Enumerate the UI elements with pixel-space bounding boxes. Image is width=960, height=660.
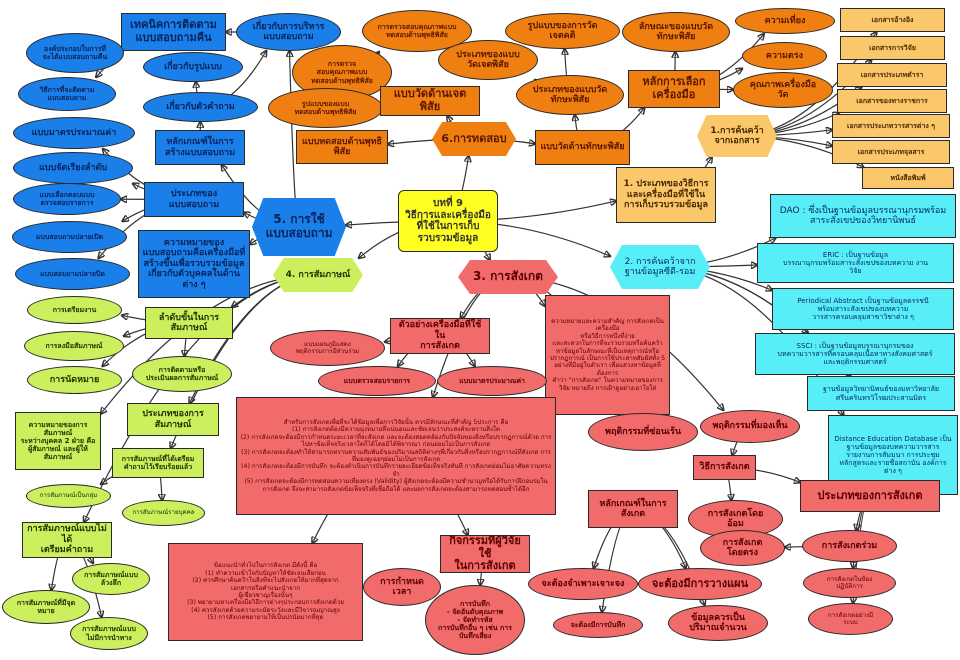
observation-advice-node[interactable]: ข้อแนะนำทั่วไปในการสังเกต มีดังนี้ คือ (… — [168, 543, 363, 641]
return-components-node[interactable]: องค์ประกอบในการที่ จะได้แบบสอบถามคืน — [26, 33, 124, 73]
observation-characteristics-node[interactable]: สำหรับการสังเกตเพื่อที่จะได้ข้อมูลเพื่อก… — [236, 397, 556, 515]
document-item[interactable]: หนังสือพิมพ์ — [862, 167, 954, 189]
cdrom-branch[interactable]: 2. การค้นคว้าจาก ฐานข้อมูลซีดี-รอม — [610, 245, 710, 289]
interview-steps-node[interactable]: ลำดับขั้นในการ สัมภาษณ์ — [145, 307, 233, 339]
quantitative-node[interactable]: ข้อมูลควรเป็น ปริมาณจำนวน — [668, 605, 768, 641]
interview-definition-node[interactable]: ความหมายของการ สัมภาษณ์ ระหว่างบุคคล 2 ฝ… — [15, 412, 101, 470]
about-format-node[interactable]: เกี่ยวกับรูปแบบ — [143, 52, 243, 82]
visible-behavior-node[interactable]: พฤติกรรมที่มองเห็น — [700, 410, 800, 443]
direct-observation-node[interactable]: การสังเกต โดยตรง — [700, 530, 785, 566]
documents-branch[interactable]: 1.การค้นคว้า จากเอกสาร — [697, 115, 777, 157]
followup-techniques-node[interactable]: เทคนิคการติดตาม แบบสอบถามคืน — [121, 13, 226, 51]
checklist-node[interactable]: แบบเลือกตอบแบบ ตรวจสอบรายการ — [13, 183, 121, 215]
individual-interview-node[interactable]: การสัมภาษณ์รายบุคคล — [122, 500, 205, 526]
appointment-node[interactable]: การนัดหมาย — [27, 366, 122, 394]
in-depth-interview-node[interactable]: การสัมภาษณ์แบบ ล้วงลึก — [72, 563, 150, 595]
interview-types-node[interactable]: ประเภทของการ สัมภาษณ์ — [127, 403, 219, 436]
document-item[interactable]: เอกสารอ้างอิง — [840, 8, 945, 32]
rating-scale-node[interactable]: แบบมาตรประมาณค่า — [13, 117, 135, 149]
method-types-node[interactable]: 1. ประเภทของวิธีการ และเครื่องมือที่ใช้ใ… — [616, 167, 716, 223]
structured-interview-node[interactable]: การสัมภาษณ์ที่ได้เตรียม คำถามไว้เรียบร้อ… — [112, 448, 204, 478]
about-questions-node[interactable]: เกี่ยวกับตัวคำถาม — [143, 92, 258, 122]
observation-activities-node[interactable]: กิจกรรมที่ผู้วิจัยใช้ ในการสังเกต — [440, 535, 530, 573]
observation-types-node[interactable]: ประเภทของการสังเกต — [800, 480, 940, 512]
document-item[interactable]: เอกสารการวิจัย — [840, 36, 945, 60]
cognitive-node[interactable]: แบบทดสอบด้านพุทธิ พิสัย — [296, 130, 388, 164]
recording-node[interactable]: การบันทึก - จัดอันดับคุณภาพ - จัดทำรหัส … — [425, 585, 525, 655]
observation-principles-node[interactable]: หลักเกณฑ์ในการ สังเกต — [588, 490, 678, 528]
database-item[interactable]: SSCI : เป็นฐานข้อมูลบรรณานุกรมของ บทความ… — [755, 333, 955, 375]
interview-followup-node[interactable]: การติดตามหรือ ประเมินผลการสัมภาษณ์ — [132, 356, 232, 392]
central-topic[interactable]: บทที่ 9 วิธีการและเครื่องมือที่ใช้ในการเ… — [398, 190, 498, 252]
construction-criteria-node[interactable]: หลักเกณฑ์ในการ สร้างแบบสอบถาม — [155, 130, 245, 165]
example-tools-node[interactable]: ตัวอย่างเครื่องมือที่ใช้ใน การสังเกต — [390, 318, 490, 354]
psychomotor-types-node[interactable]: ประเภทของแบบวัด ทักษะพิสัย — [516, 75, 624, 115]
psychomotor-traits-node[interactable]: ลักษณะของแบบวัด ทักษะพิสัย — [622, 12, 730, 52]
laboratory-observation-node[interactable]: การสังเกตในห้อง ปฏิบัติการ — [803, 568, 896, 598]
participant-observation-node[interactable]: การสังเกตร่วม — [802, 530, 897, 562]
observation-checklist-node[interactable]: แบบตรวจสอบรายการ — [318, 366, 436, 396]
database-item[interactable]: Periodical Abstract เป็นฐานข้อมูลดรรชนี … — [772, 288, 954, 330]
document-item[interactable]: เอกสารประเภทวารสารต่าง ๆ — [832, 114, 950, 138]
observation-branch[interactable]: 3. การสังเกต — [458, 260, 558, 294]
timing-node[interactable]: การกำหนด เวลา — [363, 568, 441, 606]
selection-principles-node[interactable]: หลักการเลือก เครื่องมือ — [628, 70, 720, 108]
participation-chart-node[interactable]: แบบแผนภูมิแสดง พฤติกรรมการมีส่วนร่วม — [270, 330, 385, 366]
interview-branch[interactable]: 4. การสัมภาษณ์ — [273, 258, 363, 292]
must-record-node[interactable]: จะต้องมีการบันทึก — [553, 612, 643, 638]
observation-rating-scale-node[interactable]: แบบมาตรประมาณค่า — [437, 366, 547, 396]
testing-branch[interactable]: 6.การทดสอบ — [432, 122, 516, 156]
instrument-quality-node[interactable]: คุณภาพเครื่องมือ วัด — [733, 72, 833, 108]
attitude-formats-node[interactable]: รูปแบบของการวัด เจตคติ — [505, 13, 620, 49]
questionnaire-definition-node[interactable]: ความหมายของ แบบสอบถามคือเครื่องมือที่สร้… — [138, 230, 250, 298]
specific-node[interactable]: จะต้องจำเพาะเจาะจง — [528, 568, 638, 600]
database-item[interactable]: ERIC : เป็นฐานข้อมูล บรรณานุกรมพร้อมสาระ… — [757, 243, 954, 283]
planning-node[interactable]: จะต้องมีการวางแผน — [638, 568, 762, 600]
group-interview-node[interactable]: การสัมภาษณ์เป็นกลุ่ม — [26, 484, 111, 508]
closed-ended-node[interactable]: แบบสอบถามปลายปิด — [15, 258, 130, 290]
hidden-behavior-node[interactable]: พฤติกรรมที่ซ่อนเร้น — [588, 413, 698, 451]
psychomotor-node[interactable]: แบบวัดด้านทักษะพิสัย — [535, 130, 630, 165]
cognitive-formats-node[interactable]: รูปแบบของแบบ ทดสอบด้านพุทธิพิสัย — [268, 88, 383, 128]
document-item[interactable]: เอกสารของทางราชการ — [837, 89, 947, 113]
affective-types-node[interactable]: ประเภทของแบบ วัดเจตพิสัย — [438, 40, 538, 80]
validity-node[interactable]: ความตรง — [742, 42, 827, 70]
document-item[interactable]: เอกสารประเภทจุลสาร — [832, 140, 950, 164]
reliability-node[interactable]: ความเที่ยง — [735, 8, 835, 34]
affective-node[interactable]: แบบวัดด้านเจตพิสัย — [380, 86, 480, 116]
about-admin-node[interactable]: เกี่ยวกับการบริหาร แบบสอบถาม — [236, 13, 341, 51]
document-item[interactable]: เอกสารประเภทตำรา — [837, 63, 947, 87]
nondirective-interview-node[interactable]: การสัมภาษณ์แบบ ไม่มีการนำทาง — [70, 617, 148, 650]
open-ended-node[interactable]: แบบสอบถามปลายเปิด — [12, 221, 127, 253]
ranking-node[interactable]: แบบจัดเรียงลำดับ — [13, 152, 133, 184]
observation-methods-node[interactable]: วิธีการสังเกต — [693, 455, 756, 480]
systematic-observation-node[interactable]: การสังเกตอย่างมี ระบบ — [808, 603, 893, 635]
observation-meaning-node[interactable]: ความหมายและความสำคัญ การสังเกตเป็นเครื่อ… — [545, 295, 670, 415]
questionnaire-branch[interactable]: 5. การใช้ แบบสอบถาม — [252, 198, 346, 256]
conducting-node[interactable]: การลงมือสัมภาษณ์ — [24, 331, 124, 361]
focused-interview-node[interactable]: การสัมภาษณ์ที่มีจุด หมาย — [2, 590, 90, 624]
database-item[interactable]: DAO : ซึ่งเป็นฐานข้อมูลบรรณานุกรมพร้อม ส… — [770, 194, 956, 238]
database-item[interactable]: ฐานข้อมูลวิทยานิพนธ์ของมหาวิทยาลัย ศรีนค… — [807, 376, 955, 411]
unstructured-interview-node[interactable]: การสัมภาษณ์แบบไม่ได้ เตรียมคำถาม — [22, 522, 112, 558]
preparation-node[interactable]: การเตรียมงาน — [27, 296, 122, 324]
questionnaire-types-node[interactable]: ประเภทของ แบบสอบถาม — [144, 182, 244, 217]
followup-methods-node[interactable]: วิธีการที่จะติดตาม แบบสอบถาม — [18, 77, 116, 111]
